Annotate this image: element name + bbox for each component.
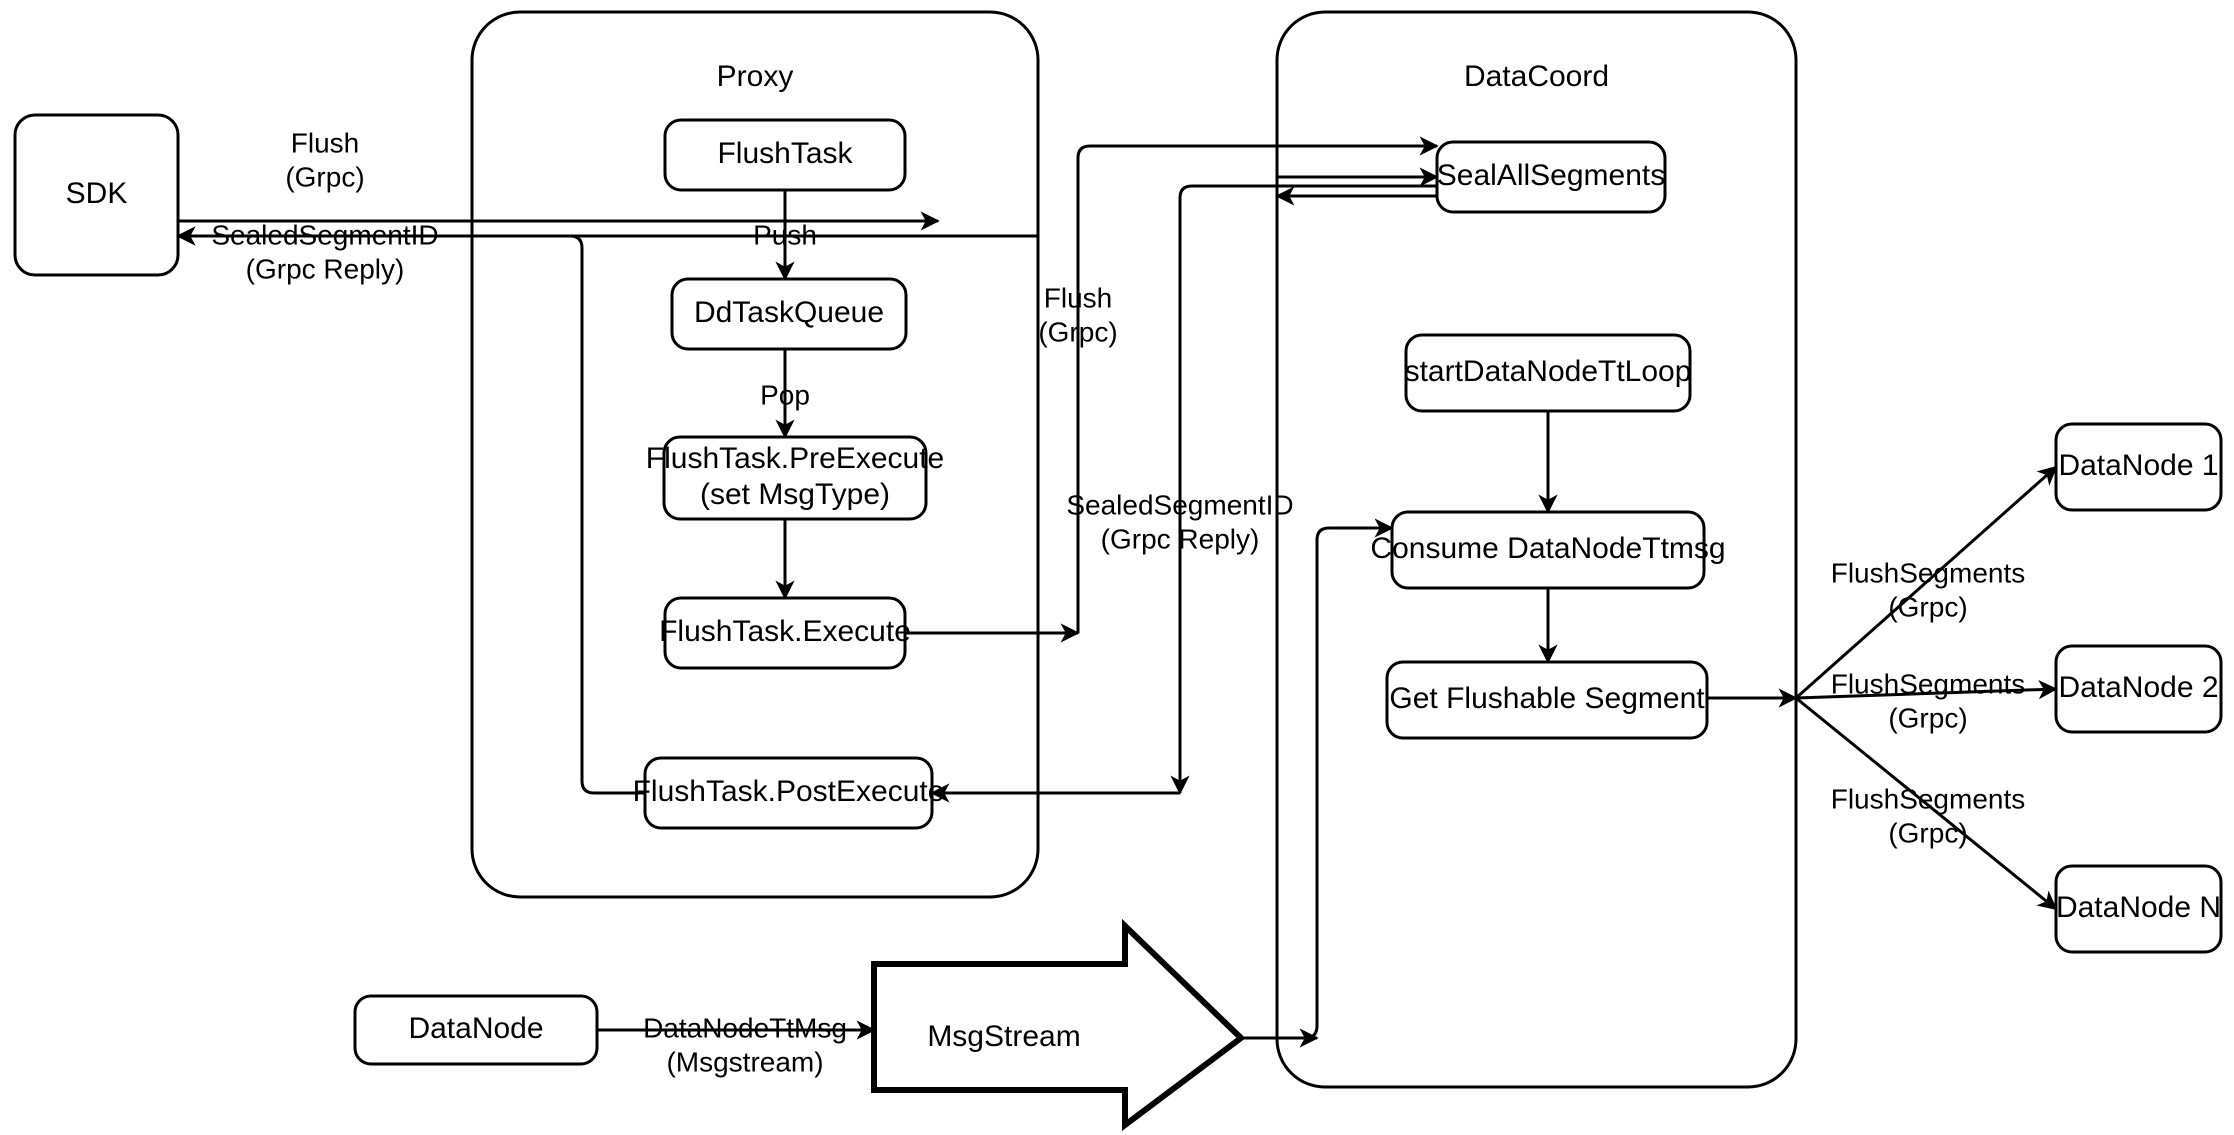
- edge-label-fanout-datanoden: FlushSegments: [1831, 783, 2026, 814]
- node-box-datanode1[interactable]: [2054, 422, 2223, 512]
- msgstream-shape-layer: MsgStream: [871, 918, 1246, 1131]
- connector-labels: Flush(Grpc)SealedSegmentID(Grpc Reply)Pu…: [211, 127, 2025, 1077]
- edge-label-sdk-to-proxy: (Grpc): [285, 161, 364, 192]
- node-datanode1[interactable]: DataNode 1: [2054, 422, 2223, 512]
- edge-label-flushtask-push: Push: [753, 219, 817, 250]
- edge-label-execute-to-datacoord: Flush: [1044, 282, 1112, 313]
- edge-label-fanout-datanode2: FlushSegments: [1831, 668, 2026, 699]
- node-datanode2[interactable]: DataNode 2: [2054, 644, 2223, 734]
- edge-label-datacoord-to-post: SealedSegmentID: [1066, 489, 1293, 520]
- node-execute[interactable]: FlushTask.Execute: [659, 596, 911, 670]
- node-box-preexecute[interactable]: [662, 435, 928, 521]
- edge-label-fanout-datanoden: (Grpc): [1888, 817, 1967, 848]
- node-label-datanode2: DataNode 2: [2058, 671, 2218, 704]
- node-label-flushtask: FlushTask: [717, 137, 853, 170]
- node-label-preexecute: FlushTask.PreExecute: [646, 442, 944, 475]
- node-box-sdk[interactable]: [13, 113, 180, 277]
- node-box-datanoden[interactable]: [2054, 864, 2223, 954]
- node-box-startttloop[interactable]: [1404, 333, 1692, 413]
- node-label-sealallsegments: SealAllSegments: [1437, 159, 1665, 192]
- node-preexecute[interactable]: FlushTask.PreExecute(set MsgType): [646, 435, 944, 521]
- group-datacoord: DataCoord: [1275, 10, 1798, 1089]
- connector-sealed-route-down: [1170, 184, 1437, 795]
- node-label-postexecute: FlushTask.PostExecute: [633, 775, 945, 808]
- connector-fanout-datanode2: [1795, 679, 2058, 700]
- node-flushtask[interactable]: FlushTask: [663, 118, 907, 192]
- edge-label-proxy-to-sdk: (Grpc Reply): [246, 253, 405, 284]
- group-containers: Proxy DataCoord: [470, 10, 1798, 1089]
- group-label-proxy: Proxy: [717, 60, 794, 93]
- node-startttloop[interactable]: startDataNodeTtLoop: [1404, 333, 1692, 413]
- node-sdk[interactable]: SDK: [13, 113, 180, 277]
- edge-label-sdk-to-proxy: Flush: [291, 127, 359, 158]
- node-box-datanode_src[interactable]: [353, 994, 599, 1066]
- node-label-datanode_src: DataNode: [408, 1012, 543, 1045]
- node-consumettmsg[interactable]: Consume DataNodeTtmsg: [1370, 510, 1726, 590]
- connector-flush-route-up: [1076, 136, 1439, 633]
- node-datanode_src[interactable]: DataNode: [353, 994, 599, 1066]
- node-label-sdk: SDK: [66, 177, 128, 210]
- node-label-consumettmsg: Consume DataNodeTtmsg: [1370, 532, 1725, 565]
- node-label-datanoden: DataNode N: [2056, 891, 2221, 924]
- group-boundary-proxy: [470, 10, 1040, 899]
- node-datanoden[interactable]: DataNode N: [2054, 864, 2223, 954]
- edge-label-datacoord-to-post: (Grpc Reply): [1101, 523, 1260, 554]
- node-box-consumettmsg[interactable]: [1390, 510, 1706, 590]
- node-label-ddtaskqueue: DdTaskQueue: [694, 296, 884, 329]
- node-label-startttloop: startDataNodeTtLoop: [1405, 355, 1692, 388]
- node-box-getflushable[interactable]: [1385, 660, 1709, 740]
- connector-msgstream-route-up: [1241, 518, 1394, 1040]
- group-proxy: Proxy: [470, 10, 1040, 899]
- edge-label-ddtaskqueue-pop: Pop: [760, 379, 810, 410]
- process-nodes: SDK FlushTaskDdTaskQueueFlushTask.PreExec…: [13, 113, 2223, 1066]
- edge-label-fanout-datanode1: FlushSegments: [1831, 557, 2026, 588]
- group-label-datacoord: DataCoord: [1464, 60, 1609, 93]
- node-box-ddtaskqueue[interactable]: [670, 277, 908, 351]
- edge-label-proxy-to-sdk: SealedSegmentID: [211, 219, 438, 250]
- node-ddtaskqueue[interactable]: DdTaskQueue: [670, 277, 908, 351]
- node-box-postexecute[interactable]: [643, 756, 934, 830]
- connector-fanout-datanode1: [1795, 465, 2058, 700]
- node-box-datanode2[interactable]: [2054, 644, 2223, 734]
- node-label-datanode1: DataNode 1: [2058, 449, 2218, 482]
- node-postexecute[interactable]: FlushTask.PostExecute: [633, 756, 945, 830]
- connector-proxy-return-to-sdk: [176, 226, 645, 795]
- edge-label-execute-to-datacoord: (Grpc): [1038, 316, 1117, 347]
- node-box-execute[interactable]: [663, 596, 907, 670]
- node-getflushable[interactable]: Get Flushable Segment: [1385, 660, 1709, 740]
- node-sealallsegments[interactable]: SealAllSegments: [1435, 140, 1667, 214]
- edge-label-fanout-datanode2: (Grpc): [1888, 702, 1967, 733]
- msgstream-arrow-shape: [871, 918, 1246, 1131]
- connector-fanout-datanoden: [1795, 696, 2058, 911]
- edge-label-datanode-to-msgstream: DataNodeTtMsg: [643, 1012, 847, 1043]
- node-label-getflushable: Get Flushable Segment: [1389, 682, 1705, 715]
- msgstream-label: MsgStream: [927, 1020, 1080, 1053]
- edge-label-fanout-datanode1: (Grpc): [1888, 591, 1967, 622]
- connectors: [176, 167, 2058, 1048]
- edge-label-datanode-to-msgstream: (Msgstream): [666, 1046, 823, 1077]
- node-box-sealallsegments[interactable]: [1435, 140, 1667, 214]
- node-label-execute: FlushTask.Execute: [659, 615, 911, 648]
- group-boundary-datacoord: [1275, 10, 1798, 1089]
- node-box-flushtask[interactable]: [663, 118, 907, 192]
- node-label-preexecute: (set MsgType): [700, 478, 890, 511]
